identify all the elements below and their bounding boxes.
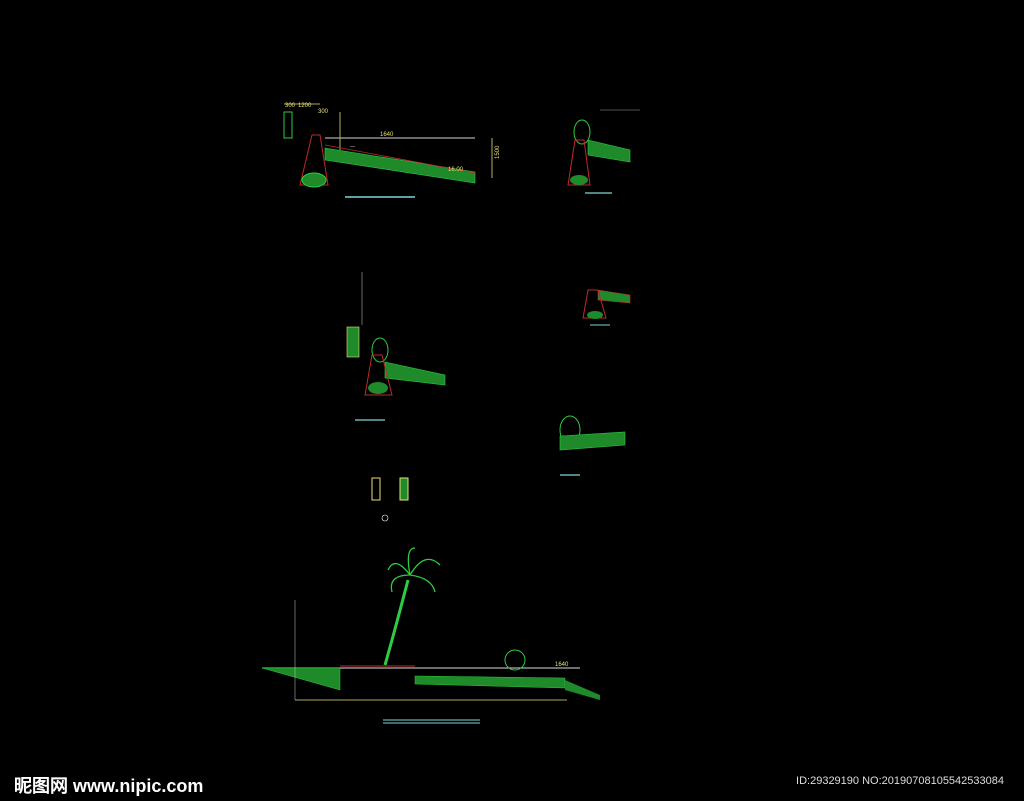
detail-top-right: [567, 109, 640, 194]
watermark-site: 昵图网 www.nipic.com: [14, 776, 204, 796]
detail-middle-right: [582, 289, 631, 326]
dim-label: 1200: [298, 103, 312, 109]
detail-middle-left: [346, 272, 446, 421]
section-a-slope-profile: 300 1200 300 1640 1500 16.00 —: [283, 103, 501, 198]
dim-label: 300: [285, 103, 296, 109]
dim-label: 300: [318, 109, 329, 115]
dim-label: 1500: [495, 145, 501, 159]
dim-label: 16.00: [448, 167, 464, 173]
palm-tree-icon: [387, 547, 441, 593]
dim-label: 1640: [380, 132, 394, 138]
dim-label: 1640: [555, 662, 569, 668]
annotation: —: [350, 144, 355, 150]
detail-curb: [371, 477, 409, 522]
detail-lower-right: [559, 415, 626, 476]
section-f-profile: 1640: [261, 547, 600, 724]
watermark-id: ID:29329190 NO:20190708105542533084: [796, 775, 1004, 787]
